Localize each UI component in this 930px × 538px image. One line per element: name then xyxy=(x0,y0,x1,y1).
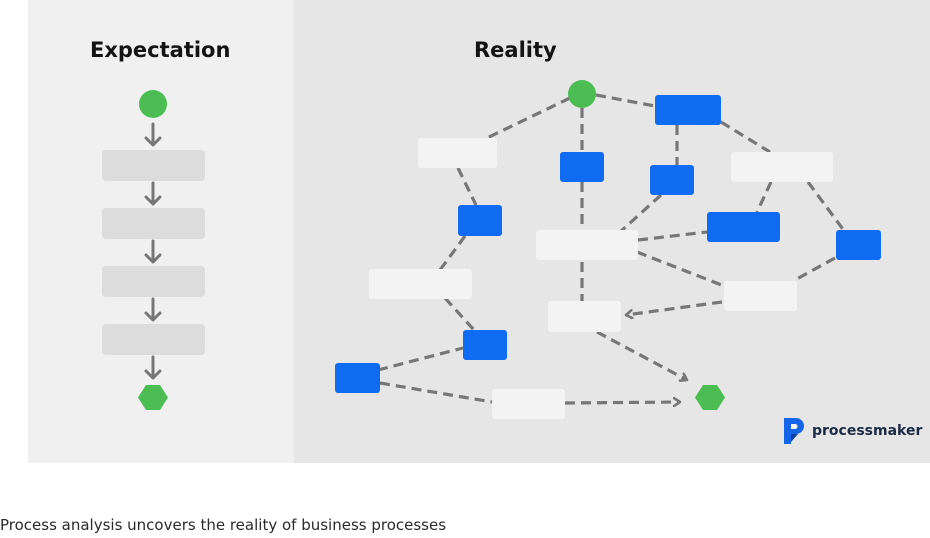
connector-line xyxy=(379,381,493,404)
start-event xyxy=(568,80,596,108)
task-box xyxy=(458,205,502,236)
flow-arrow xyxy=(144,181,162,206)
end-event xyxy=(138,385,168,410)
task-box xyxy=(650,165,694,195)
task-box xyxy=(418,138,497,168)
connector-line xyxy=(456,167,478,206)
start-event xyxy=(139,90,167,118)
expectation-title: Expectation xyxy=(90,38,231,62)
task-box xyxy=(335,363,380,393)
connector-line xyxy=(794,256,836,282)
task-box xyxy=(102,208,205,239)
task-box xyxy=(731,152,833,182)
connector-line xyxy=(377,346,464,372)
connector-line xyxy=(755,181,773,213)
task-box xyxy=(724,281,797,311)
connector-line xyxy=(618,193,663,234)
connector-line xyxy=(595,93,656,108)
connector-line xyxy=(443,296,476,332)
task-box xyxy=(102,266,205,297)
task-box xyxy=(836,230,881,260)
connector-line xyxy=(596,330,687,380)
task-box xyxy=(655,95,721,125)
reality-flow xyxy=(335,80,881,419)
figure-caption: Process analysis uncovers the reality of… xyxy=(0,516,447,534)
connector-line xyxy=(806,181,847,233)
task-box xyxy=(536,230,638,260)
reality-title: Reality xyxy=(474,38,557,62)
connector-line xyxy=(636,250,725,288)
connector-line xyxy=(486,96,571,140)
connector-line xyxy=(626,300,723,315)
connector-line xyxy=(564,402,680,403)
flow-arrow xyxy=(144,122,162,147)
task-box xyxy=(102,324,205,355)
expectation-flow xyxy=(102,90,205,410)
connector-line xyxy=(438,235,467,271)
connector-line xyxy=(637,230,708,242)
task-box xyxy=(548,301,621,332)
flow-arrow xyxy=(144,239,162,264)
task-box xyxy=(463,330,507,360)
task-box xyxy=(492,389,565,419)
end-event xyxy=(695,385,725,410)
task-box xyxy=(369,269,472,299)
task-box xyxy=(102,150,205,181)
processmaker-logo: processmaker xyxy=(782,416,922,446)
connector-line xyxy=(720,120,771,154)
task-box xyxy=(707,212,780,242)
flow-arrow xyxy=(144,297,162,322)
task-box xyxy=(560,152,604,182)
logo-text: processmaker xyxy=(812,423,923,439)
processmaker-logo-icon xyxy=(784,418,804,444)
flow-arrow xyxy=(144,355,162,380)
